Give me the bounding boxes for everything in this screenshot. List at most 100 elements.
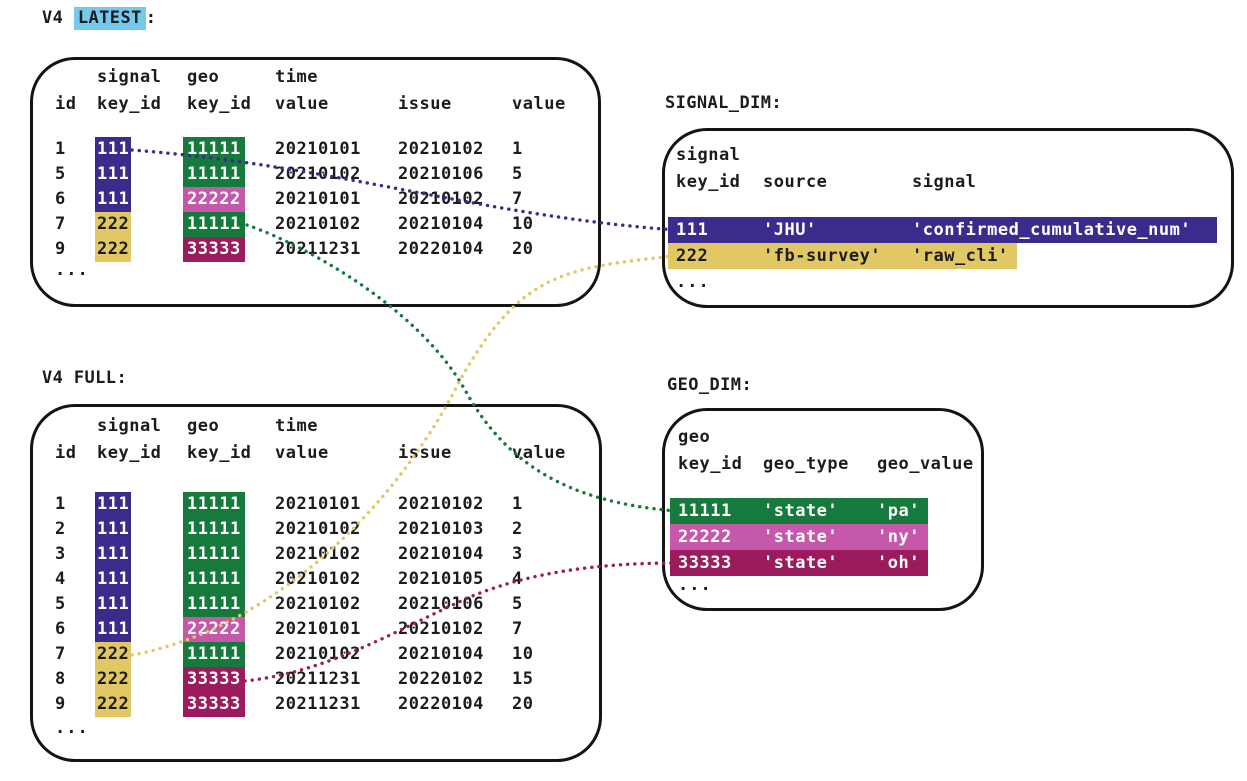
cell-signal-key: 222 [95,667,187,692]
cell-value: 4 [512,569,523,589]
v4-latest-title: V4 LATEST: [42,7,157,30]
cell-value: 1 [512,494,523,514]
column-header: time [275,416,318,436]
cell-issue: 20220104 [398,239,484,259]
cell-issue: 20210104 [398,544,484,564]
cell-geo_value: 'ny' [877,527,920,547]
cell-key_id: 111 [676,220,709,240]
geo-key-highlight: 11111 [183,567,245,592]
signal-key-highlight: 111 [95,162,132,187]
cell-value: 7 [512,619,523,639]
cell-source: 'fb-survey' [763,246,882,266]
column-header: issue [398,443,452,463]
cell-geo-key: 11111 [183,567,275,592]
cell-signal: 'raw_cli' [912,246,1009,266]
cell-id: 6 [55,189,66,209]
cell-value: 20 [512,239,534,259]
cell-geo-key: 22222 [183,617,275,642]
cell-value: 3 [512,544,523,564]
geo-key-highlight: 33333 [183,237,245,262]
column-header: signal [97,416,162,436]
column-header [55,413,97,440]
cell-id: 8 [55,669,66,689]
cell-time-value: 20211231 [275,694,361,714]
signal-key-highlight: 111 [95,567,132,592]
cell-id: 7 [55,644,66,664]
cell-value: 15 [512,669,534,689]
column-header: key_id [97,94,162,114]
cell-geo-key: 11111 [183,212,275,237]
signal-dim-rows: 111'JHU''confirmed_cumulative_num'222'fb… [668,217,1218,269]
geo-key-highlight: 11111 [183,517,245,542]
column-header: value [512,443,566,463]
column-header: geo_type [763,454,849,474]
signal-dim-title: SIGNAL_DIM: [665,93,782,113]
cell-geo_type: 'state' [763,527,839,547]
cell-value: 7 [512,189,523,209]
signal-key-highlight: 111 [95,542,132,567]
highlighted-row: 222'fb-survey''raw_cli' [668,243,1017,269]
v4-latest-ellipsis: ... [55,260,89,280]
cell-time-value: 20210102 [275,544,361,564]
geo-key-highlight: 22222 [183,617,245,642]
cell-time-value: 20210102 [275,519,361,539]
column-header-line1: signal [676,145,741,165]
latest-highlight: LATEST [73,7,146,30]
v4-full-title: V4 FULL: [42,368,128,388]
cell-time-value: 20210102 [275,214,361,234]
cell-issue: 20210104 [398,214,484,234]
cell-issue: 20220102 [398,669,484,689]
cell-signal-key: 111 [95,162,187,187]
cell-geo-key: 11111 [183,517,275,542]
geo-key-highlight: 11111 [183,592,245,617]
cell-geo-key: 11111 [183,492,275,517]
v4-latest-title-colon: : [145,8,157,28]
cell-value: 1 [512,139,523,159]
cell-id: 9 [55,239,66,259]
geo-dim-title: GEO_DIM: [667,375,753,395]
cell-time-value: 20210101 [275,494,361,514]
column-header: time [275,67,318,87]
cell-key_id: 33333 [678,553,732,573]
cell-value: 5 [512,594,523,614]
column-header: key_id [676,172,741,192]
cell-issue: 20220104 [398,694,484,714]
cell-geo_type: 'state' [763,501,839,521]
column-header: geo_value [877,454,974,474]
cell-geo-key: 33333 [183,237,275,262]
table-row: 11111'state''pa' [670,498,928,524]
table-row: 111 'JHU' 'confirmed_cumulative_num' [668,217,1218,243]
column-header [55,64,97,91]
cell-geo-key: 33333 [183,667,275,692]
signal-key-highlight: 111 [95,592,132,617]
column-header: signal [97,67,162,87]
signal-key-highlight: 222 [95,237,132,262]
cell-id: 7 [55,214,66,234]
cell-issue: 20210102 [398,189,484,209]
cell-geo-key: 22222 [183,187,275,212]
v4-full-ellipsis: ... [55,718,89,738]
cell-issue: 20210103 [398,519,484,539]
column-header: key_id [187,443,252,463]
column-header: id [55,94,77,114]
cell-signal: 'confirmed_cumulative_num' [912,220,1192,240]
column-header: value [275,94,329,114]
cell-signal-key: 111 [95,187,187,212]
geo-key-highlight: 11111 [183,492,245,517]
cell-source: 'JHU' [763,220,817,240]
signal-key-highlight: 222 [95,212,132,237]
cell-issue: 20210102 [398,139,484,159]
column-header [512,64,582,91]
cell-geo-key: 11111 [183,542,275,567]
cell-signal-key: 111 [95,517,187,542]
geo-key-highlight: 11111 [183,642,245,667]
cell-time-value: 20210102 [275,594,361,614]
